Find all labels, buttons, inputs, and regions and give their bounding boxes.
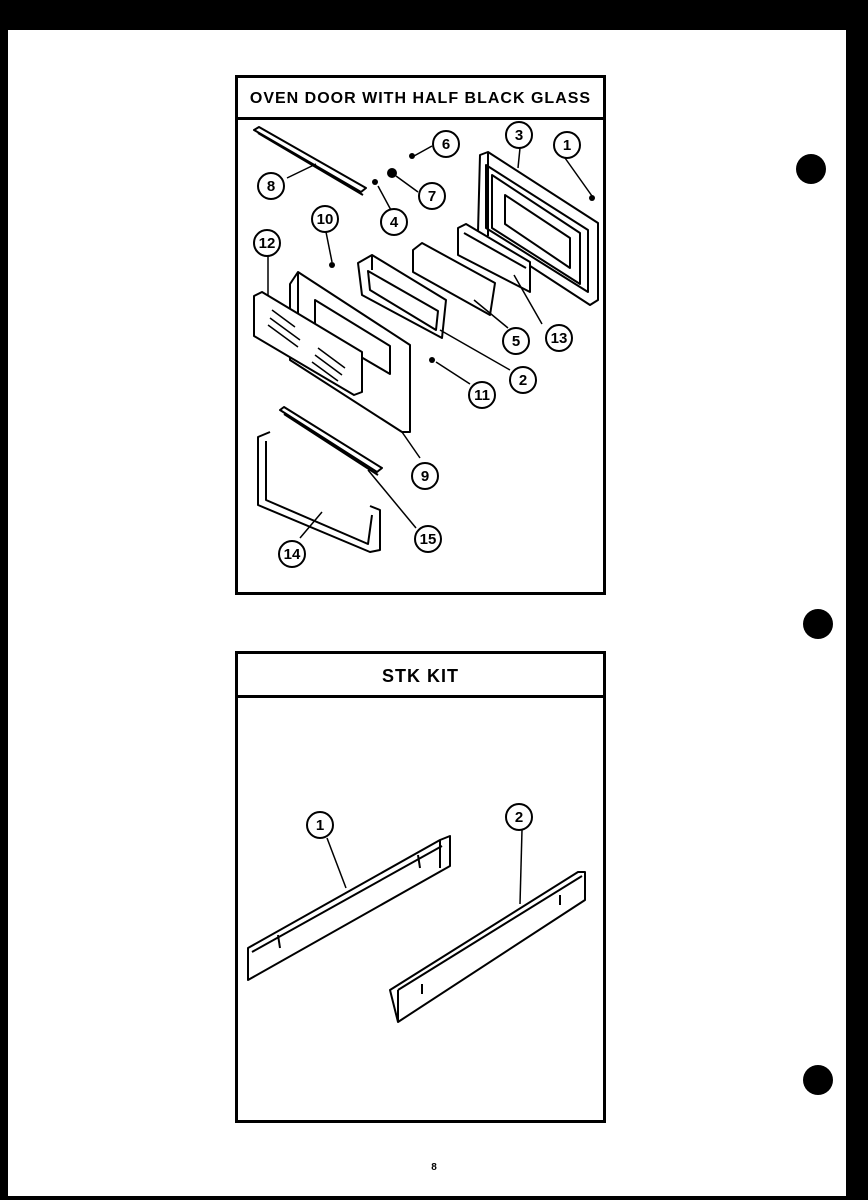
binder-hole-middle [803,609,833,639]
part-13-window-glass [457,223,531,293]
stk-callout-1: 1 [306,811,334,839]
leader-lines [267,145,593,905]
svg-text:9: 9 [421,468,429,485]
svg-text:8: 8 [267,178,275,195]
svg-text:14: 14 [284,546,301,563]
hardware [329,153,595,363]
callout-7: 7 [418,182,446,210]
binder-hole-top [796,154,826,184]
svg-text:12: 12 [259,235,276,252]
callout-6: 6 [432,130,460,158]
part-1-screw [589,195,595,201]
stk-part-2-bracket [389,871,586,1023]
svg-text:5: 5 [512,333,520,350]
stk-kit-panel: STK KIT [235,651,606,1123]
part-8-top-channel [253,126,367,196]
stk-callout-2: 2 [505,803,533,831]
svg-text:1: 1 [563,137,571,154]
page-number: 8 [431,1162,437,1173]
callout-12: 12 [253,229,281,257]
stk-part-1-bracket [247,835,451,981]
callout-11: 11 [468,381,496,409]
binder-hole-bottom [803,1065,833,1095]
callout-14: 14 [278,540,306,568]
part-2-window-frame [357,254,447,339]
part-14-bottom-trim [257,431,381,553]
part-12-black-glass [253,291,363,396]
part-6-screw [409,153,415,159]
callout-13: 13 [545,324,573,352]
part-4-screw [372,179,378,185]
svg-text:13: 13 [551,330,568,347]
svg-text:2: 2 [519,372,527,389]
svg-text:3: 3 [515,127,523,144]
callout-10: 10 [311,205,339,233]
svg-text:6: 6 [442,136,450,153]
callout-8: 8 [257,172,285,200]
part-5-glass-pane [412,242,496,316]
oven-door-title: OVEN DOOR WITH HALF BLACK GLASS [238,78,603,120]
callout-4: 4 [380,208,408,236]
callout-15: 15 [414,525,442,553]
svg-text:4: 4 [390,214,399,231]
svg-text:15: 15 [420,531,437,548]
callout-9: 9 [411,462,439,490]
stk-kit-title: STK KIT [238,654,603,698]
svg-text:1: 1 [316,817,324,834]
callout-1: 1 [553,131,581,159]
svg-text:7: 7 [428,188,436,205]
callout-3: 3 [505,121,533,149]
callout-2: 2 [509,366,537,394]
part-15-bottom-strip [279,406,383,476]
svg-text:11: 11 [474,387,490,404]
svg-text:10: 10 [317,211,334,228]
callout-5: 5 [502,327,530,355]
part-10-screw [329,262,335,268]
part-7-grommet [387,168,397,178]
part-11-screw [429,357,435,363]
svg-text:2: 2 [515,809,523,826]
